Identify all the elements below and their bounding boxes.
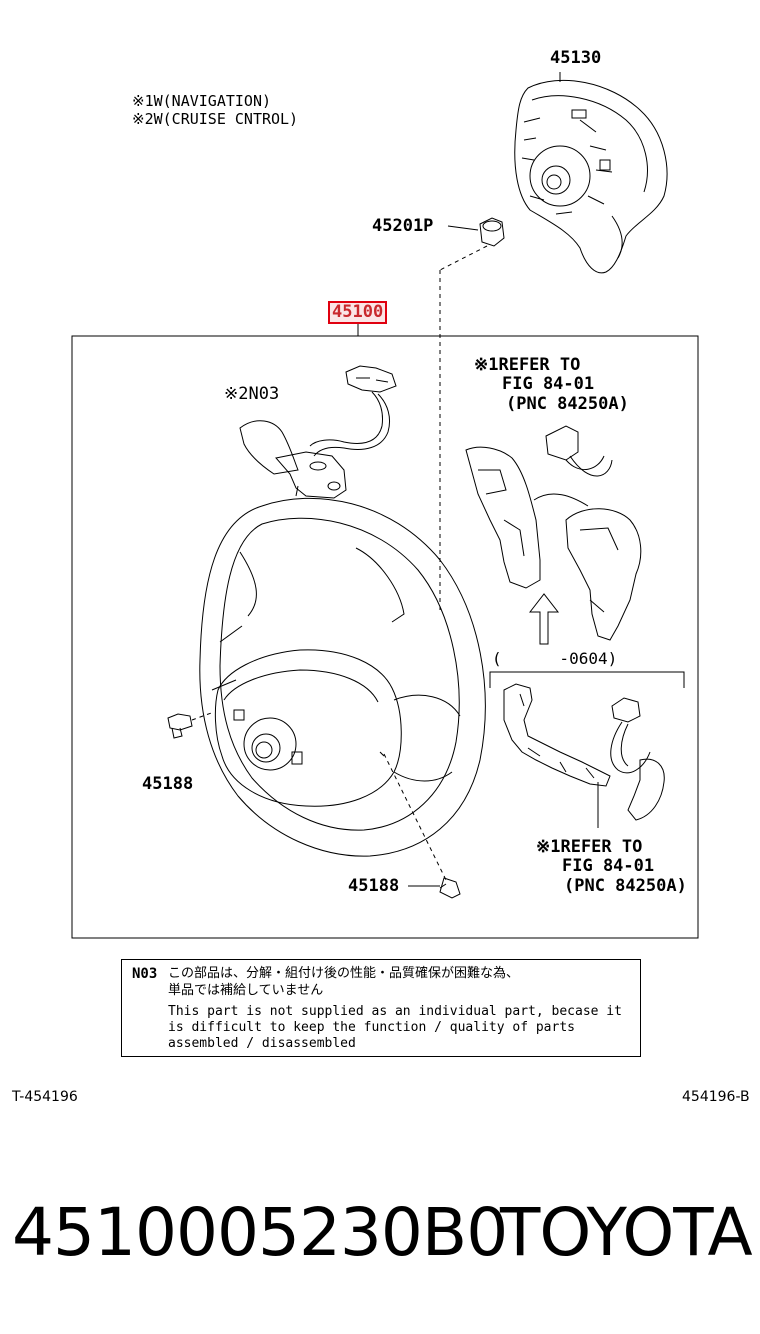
navigation-harness-bottom-drawing xyxy=(503,683,665,828)
part-label-45188-left: 45188 xyxy=(142,774,194,794)
footer-part-number: 4510005230B0 xyxy=(12,1194,508,1271)
note-japanese-line2: 単品では補給していません xyxy=(168,983,324,998)
part-label-45100-highlighted: 45100 xyxy=(328,301,388,324)
nut-drawing xyxy=(439,217,505,612)
refer-bottom-line3: (PNC 84250A) xyxy=(564,876,687,896)
figure-reference-right: 454196-B xyxy=(682,1089,750,1105)
steering-wheel-drawing xyxy=(199,497,486,857)
part-label-n03: ※2N03 xyxy=(224,384,280,404)
part-label-45201p: 45201P xyxy=(372,216,434,236)
refer-top-line2: FIG 84-01 xyxy=(502,374,595,394)
legend-cruise-control: ※2W(CRUISE CNTROL) xyxy=(132,110,299,128)
note-japanese-line1: この部品は、分解・組付け後の性能・品質確保が困難な為、 xyxy=(168,966,520,981)
part-label-45188-bottom: 45188 xyxy=(348,876,400,896)
footer-brand: TOYOTA xyxy=(500,1194,753,1271)
refer-bottom-line2: FIG 84-01 xyxy=(562,856,655,876)
screw-drawing xyxy=(167,711,461,899)
assembly-frame xyxy=(71,335,699,939)
note-english-text: This part is not supplied as an individu… xyxy=(168,1004,622,1051)
airbag-pad-drawing xyxy=(514,72,668,274)
legend-navigation: ※1W(NAVIGATION) xyxy=(132,92,271,110)
date-range-label: ( -0604) xyxy=(492,649,618,668)
note-box: N03 この部品は、分解・組付け後の性能・品質確保が困難な為、 単品では補給して… xyxy=(121,959,641,1057)
figure-reference-left: T-454196 xyxy=(12,1089,78,1105)
part-label-45130: 45130 xyxy=(550,48,602,68)
refer-top-line1: ※1REFER TO xyxy=(474,355,581,375)
navigation-switch-top-drawing xyxy=(465,425,642,641)
date-range-bracket xyxy=(489,671,685,688)
refer-bottom-line1: ※1REFER TO xyxy=(536,837,643,857)
note-code: N03 xyxy=(132,966,158,982)
cruise-switch-drawing xyxy=(239,365,397,499)
up-arrow xyxy=(528,593,560,645)
refer-top-line3: (PNC 84250A) xyxy=(506,394,629,414)
